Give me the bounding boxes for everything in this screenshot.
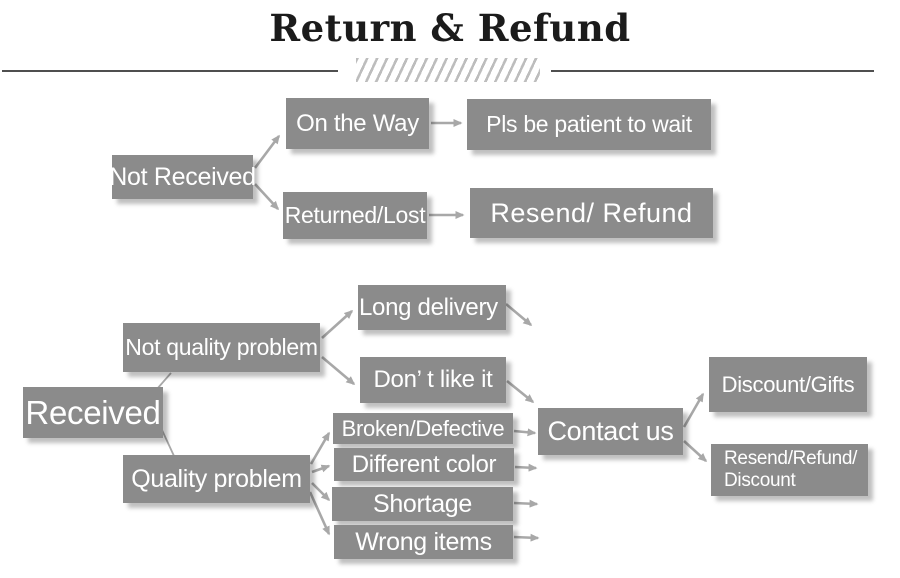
arrow-quality-to-different-color: [311, 464, 331, 474]
node-discount-gifts: Discount/Gifts: [709, 357, 867, 412]
node-quality-problem: Quality problem: [123, 455, 310, 503]
arrow-quality-to-shortage: [311, 482, 331, 502]
line-received-to-not-quality-problem: [156, 372, 172, 390]
divider-hatch: [356, 58, 540, 82]
arrow-different-color-to-contact-us: [514, 463, 538, 472]
node-pls-be-patient: Pls be patient to wait: [467, 99, 711, 150]
arrow-quality-to-broken-defective: [309, 431, 331, 465]
node-received: Received: [23, 387, 163, 438]
arrow-not-quality-to-long-delivery: [321, 309, 354, 339]
node-not-quality-problem: Not quality problem: [123, 323, 320, 372]
node-dont-like-it: Don’ t like it: [360, 357, 506, 403]
line-received-to-quality-problem: [161, 429, 175, 457]
node-long-delivery: Long delivery: [358, 285, 506, 330]
arrow-not-received-to-returned-lost: [254, 183, 280, 211]
divider-line-left: [2, 70, 338, 72]
arrow-dont-like-it-out: [506, 379, 535, 404]
arrow-long-delivery-out: [505, 303, 533, 326]
arrow-wrong-items-to-contact-us: [513, 533, 540, 542]
node-contact-us: Contact us: [538, 408, 683, 455]
arrow-not-quality-to-dont-like-it: [321, 356, 356, 385]
node-resend-refund: Resend/ Refund: [470, 188, 713, 238]
node-resend-refund-discount-line2: Discount: [724, 470, 796, 491]
node-on-the-way: On the Way: [286, 98, 429, 149]
node-resend-refund-discount-line1: Resend/Refund/: [724, 448, 858, 470]
node-not-received: Not Received: [109, 155, 256, 199]
node-wrong-items: Wrong items: [334, 525, 513, 559]
arrow-contact-us-to-resend-refund-discount: [683, 440, 708, 463]
arrow-broken-defective-to-contact-us: [513, 428, 537, 437]
node-broken-defective: Broken/Defective: [333, 413, 513, 444]
divider-line-right: [551, 70, 874, 72]
node-different-color: Different color: [334, 448, 514, 481]
arrow-contact-us-to-discount-gifts: [682, 392, 705, 428]
node-resend-refund-discount: Resend/Refund/ Discount: [711, 444, 868, 496]
arrow-quality-to-wrong-items: [308, 491, 331, 536]
page-title: Return & Refund: [269, 6, 631, 50]
node-returned-lost: Returned/Lost: [283, 192, 427, 239]
arrow-not-received-to-on-the-way: [253, 134, 281, 169]
arrow-shortage-to-contact-us: [513, 499, 539, 508]
node-shortage: Shortage: [332, 487, 513, 521]
